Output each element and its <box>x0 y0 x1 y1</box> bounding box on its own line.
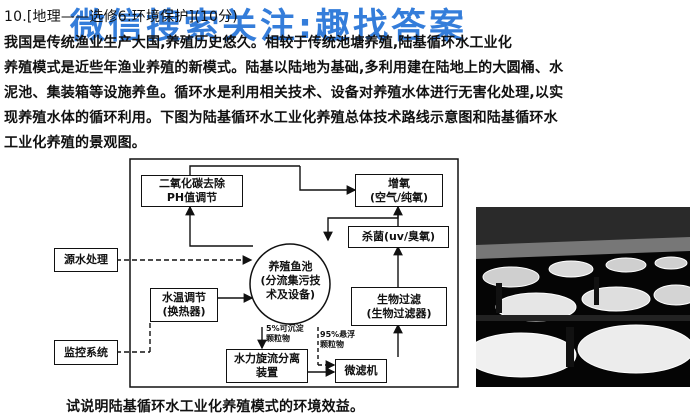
microfilter-box: 微滤机 <box>335 359 387 383</box>
source-water-box: 源水处理 <box>54 248 118 272</box>
bio-filter-sub-label: (生物过滤器) <box>366 306 432 320</box>
watermark-text: 微信搜索关注:趣找答案 <box>70 7 467 47</box>
question-line-4: 现养殖水体的循环利用。下图为陆基循环水工业化养殖总体技术路线示意图和陆基循环水 <box>4 110 558 126</box>
sterilization-box: 杀菌(uv/臭氧) <box>348 226 449 248</box>
question-line-3: 泥池、集装箱等设施养鱼。循环水是利用相关技术、设备对养殖水体进行无害化处理,以实 <box>4 85 564 101</box>
suspended-particles-label: 95%悬浮 颗粒物 <box>320 330 356 349</box>
temperature-control-label: 水温调节 <box>162 291 206 304</box>
fish-pool-sub1: (分流集污技 <box>260 274 321 287</box>
oxygenation-box: 增氧 (空气/纯氧) <box>355 174 443 207</box>
question-line-5: 工业化养殖的景观图。 <box>4 135 146 151</box>
hydrocyclone-sub-label: 装置 <box>256 366 278 379</box>
question-line-2: 养殖模式是近些年渔业养殖的新模式。陆基以陆地为基础,多利用建在陆地上的大圆桶、水 <box>4 60 564 76</box>
hydrocyclone-label: 水力旋流分离 <box>234 352 300 365</box>
hydrocyclone-separator-box: 水力旋流分离 装置 <box>226 349 308 383</box>
settleable-particles-label: 5%可沉淀 颗粒物 <box>266 324 304 343</box>
ph-adjust-label: PH值调节 <box>166 191 218 204</box>
microfilter-label: 微滤机 <box>344 364 378 377</box>
oxygenation-sub-label: (空气/纯氧) <box>369 190 429 204</box>
oxygenation-label: 增氧 <box>388 176 410 190</box>
question-prompt: 试说明陆基循环水工业化养殖模式的环境效益。 <box>66 399 365 415</box>
fish-tanks-photo-drawing <box>476 207 690 387</box>
source-water-label: 源水处理 <box>64 253 108 266</box>
monitoring-system-label: 监控系统 <box>64 345 108 359</box>
fish-pool-node: 养殖鱼池 (分流集污技 术及设备) <box>253 260 328 302</box>
question-line-1: 我国是传统渔业生产大国,养殖历史悠久。相较于传统池塘养殖,陆基循环水工业化 <box>4 35 513 51</box>
sterilization-label: 杀菌(uv/臭氧) <box>361 230 436 243</box>
fish-tanks-photo <box>476 207 690 387</box>
monitoring-system-box: 监控系统 <box>54 340 118 365</box>
fish-pool-title: 养殖鱼池 <box>268 260 313 273</box>
question-header: 10.[地理——选修6:环境保护](10分) <box>4 9 238 25</box>
bio-filter-box: 生物过滤 (生物过滤器) <box>351 287 447 326</box>
co2-removal-label: 二氧化碳去除 <box>159 177 225 190</box>
fish-pool-sub2: 术及设备) <box>265 288 316 301</box>
co2-removal-box: 二氧化碳去除 PH值调节 <box>141 175 243 207</box>
temperature-control-box: 水温调节 (换热器) <box>150 288 218 322</box>
heat-exchanger-label: (换热器) <box>162 305 206 318</box>
bio-filter-label: 生物过滤 <box>377 292 421 306</box>
